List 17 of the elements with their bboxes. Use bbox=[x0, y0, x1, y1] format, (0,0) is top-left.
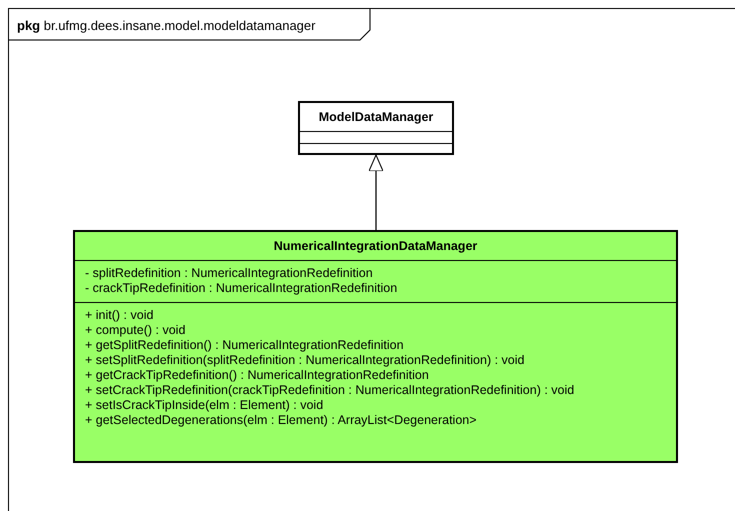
generalization-arrow bbox=[368, 154, 384, 230]
operation-text: + getCrackTipRedefinition() : NumericalIntegrationRedefinition bbox=[85, 368, 429, 383]
operation-text: + setCrackTipRedefinition(crackTipRedefinition : NumericalIntegrationRedefinition) : void bbox=[85, 383, 574, 398]
operation-text: + setSplitRedefinition(splitRedefinition : NumericalIntegrationRedefinition) : void bbox=[85, 353, 524, 368]
operation-text: + getSplitRedefinition() : NumericalIntegrationRedefinition bbox=[85, 338, 404, 353]
operation-text: + compute() : void bbox=[85, 323, 186, 338]
operation-text: + init() : void bbox=[85, 308, 154, 323]
class-name: ModelDataManager bbox=[318, 110, 434, 125]
class-name: NumericalIntegrationDataManager bbox=[274, 239, 478, 254]
attribute-text: - crackTipRedefinition : NumericalIntegrationRedefinition bbox=[85, 281, 398, 296]
package-frame bbox=[8, 8, 735, 511]
operation-text: + setIsCrackTipInside(elm : Element) : void bbox=[85, 398, 324, 413]
class-box bbox=[73, 230, 678, 463]
package-name: pkg br.ufmg.dees.insane.model.modeldatamanager bbox=[17, 18, 316, 33]
class-box bbox=[298, 101, 454, 155]
operation-text: + getSelectedDegenerations(elm : Element) : ArrayList<Degeneration> bbox=[85, 413, 477, 428]
attribute-text: - splitRedefinition : NumericalIntegrationRedefinition bbox=[85, 266, 373, 281]
